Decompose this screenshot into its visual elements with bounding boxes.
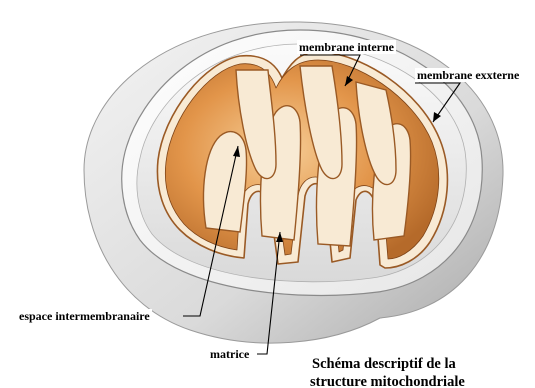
label-matrix: matrice <box>208 347 251 361</box>
label-outer-membrane: membrane exxterne <box>415 68 521 82</box>
label-inner-membrane: membrane interne <box>297 40 396 54</box>
caption-line-2: structure mitochondriale <box>310 374 465 388</box>
label-intermembrane-space: espace intermembranaire <box>17 309 152 323</box>
caption-line-1: Schéma descriptif de la <box>312 356 456 373</box>
